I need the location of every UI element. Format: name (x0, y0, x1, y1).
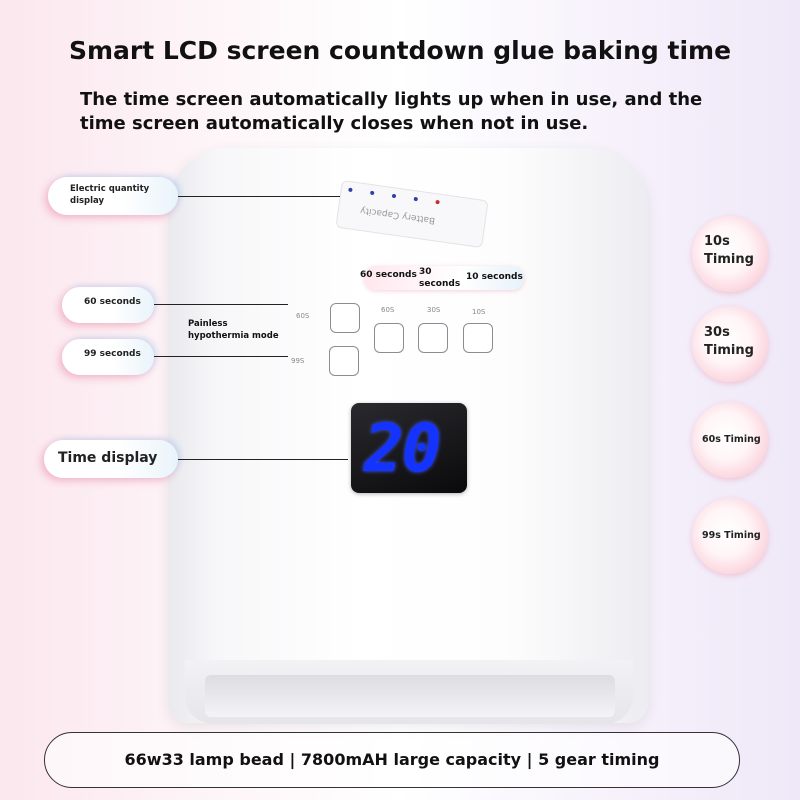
timing-circle-60s (692, 402, 768, 478)
callout-electric-quantity-text: Electric quantity display (70, 184, 150, 206)
page-title: Smart LCD screen countdown glue baking t… (68, 36, 732, 65)
callout-time-display: Time display (44, 440, 178, 478)
timing-circle-60s-text: 60s Timing (702, 434, 761, 445)
feature-banner (44, 732, 740, 788)
timing-circle-99s-text: 99s Timing (702, 530, 761, 541)
callout-electric-quantity: Electric quantity display (48, 177, 178, 215)
button-label-painless-99s: 99S (291, 357, 305, 365)
lamp-opening (205, 675, 615, 717)
callout-time-display-text: Time display (58, 450, 158, 466)
timing-circle-30s-text: 30s Timing (704, 325, 754, 358)
timing-circle-10s-text: 10s Timing (704, 234, 754, 267)
painless-99s-button[interactable] (329, 346, 359, 376)
battery-dot (369, 190, 375, 196)
timing-circle-99s (692, 498, 768, 574)
timer-10s-button[interactable] (463, 323, 493, 353)
button-label-painless-60s: 60S (296, 312, 310, 320)
battery-dot (391, 193, 397, 199)
callout-60-seconds: 60 seconds (62, 287, 154, 323)
page-subtitle: The time screen automatically lights up … (80, 89, 703, 134)
callout-60-seconds-text: 60 seconds (84, 297, 141, 307)
button-label-10s: 10S (472, 308, 486, 316)
top-label-30: 30 seconds (419, 267, 461, 289)
battery-dot (348, 187, 353, 193)
battery-dot (413, 196, 419, 202)
timing-circle-10s (692, 216, 768, 292)
callout-line (154, 304, 288, 305)
timing-circle-30s (692, 306, 768, 382)
callout-line (178, 459, 348, 460)
painless-mode-label: Painless hypothermia mode (188, 319, 279, 341)
callout-line (178, 196, 340, 197)
painless-60s-button[interactable] (330, 303, 360, 333)
lcd-time-display (351, 403, 467, 493)
button-label-30s: 30S (427, 306, 441, 314)
top-label-60: 60 seconds (360, 270, 417, 280)
top-label-10: 10 seconds (466, 272, 523, 282)
button-label-60s: 60S (381, 306, 395, 314)
callout-99-seconds-text: 99 seconds (84, 349, 141, 359)
timing-labels-pill (364, 266, 524, 290)
lcd-digits: 20 (364, 410, 441, 487)
feature-banner-text: 66w33 lamp bead | 7800mAH large capacity… (124, 750, 660, 769)
battery-dot (435, 199, 440, 205)
callout-99-seconds: 99 seconds (62, 339, 154, 375)
callout-line (154, 356, 288, 357)
timer-30s-button[interactable] (418, 323, 448, 353)
timer-60s-button[interactable] (374, 323, 404, 353)
